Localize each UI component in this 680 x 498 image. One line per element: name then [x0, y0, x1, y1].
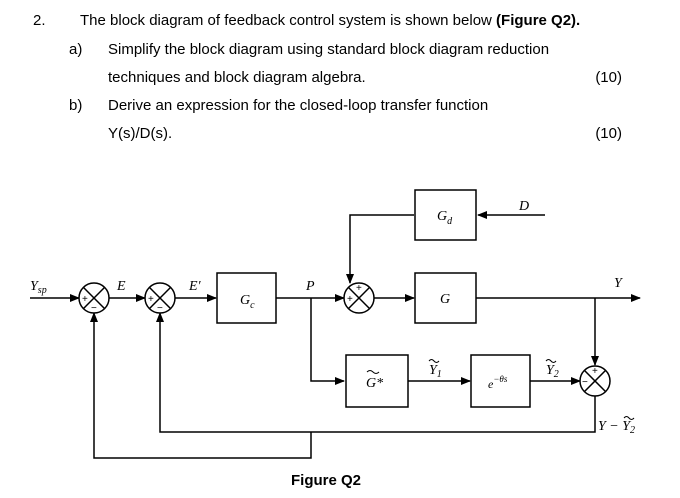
controller-label: Gc — [240, 293, 255, 311]
summer2-minus: − — [157, 303, 163, 314]
disturbance-block — [414, 189, 477, 241]
question-intro: The block diagram of feedback control sy… — [80, 12, 580, 29]
y2-tilde — [545, 359, 557, 363]
error-signal-label: E — [116, 279, 126, 294]
disturbance-path-line — [346, 214, 414, 284]
figure-caption: Figure Q2 — [291, 472, 362, 489]
part-a-line1: Simplify the block diagram using standar… — [108, 41, 550, 58]
part-a-line2: techniques and block diagram algebra. — [108, 69, 366, 86]
controller-output-label: P — [305, 279, 315, 294]
summer4-minus: − — [582, 377, 588, 388]
y2-label: Y2 — [546, 363, 559, 380]
summer-2 — [144, 282, 176, 314]
part-a-label: a) — [69, 41, 83, 58]
outer-feedback-line — [90, 312, 312, 459]
process-label: G — [440, 292, 450, 307]
summer-3 — [343, 282, 375, 314]
delay-block — [470, 354, 531, 408]
question-figure-ref: (Figure Q2). — [496, 12, 581, 29]
input-signal-label: Ysp — [30, 279, 47, 296]
output-signal-label: Y — [614, 276, 624, 291]
model-branch-line — [310, 298, 345, 385]
summer2-plus: + — [148, 294, 154, 305]
feedback-tilde — [623, 416, 635, 420]
disturbance-tf-label: Gd — [437, 209, 453, 227]
summer3-plus-left: + — [347, 294, 353, 305]
question-number: 2. — [33, 12, 46, 29]
part-b-line1: Derive an expression for the closed-loop… — [108, 97, 489, 114]
summer-4 — [579, 365, 611, 397]
summer-1 — [78, 282, 110, 314]
part-b-marks: (10) — [595, 125, 622, 142]
summer3-plus-top: + — [356, 283, 362, 294]
part-b-line2: Y(s)/D(s). — [108, 125, 173, 142]
signal-lines — [30, 211, 641, 459]
part-b-label: b) — [69, 97, 83, 114]
controller-block — [216, 272, 277, 324]
part-a-marks: (10) — [595, 69, 622, 86]
y1-tilde — [428, 359, 440, 363]
error2-signal-label: E′ — [188, 279, 202, 294]
model-block — [345, 354, 409, 408]
disturbance-signal-label: D — [518, 199, 529, 214]
summing-junctions — [78, 282, 611, 397]
y1-label: Y1 — [429, 363, 442, 380]
delay-label: e−θs — [488, 374, 508, 391]
question-intro-text: The block diagram of feedback control sy… — [80, 12, 492, 29]
model-tilde — [366, 370, 380, 374]
summer4-plus: + — [592, 366, 598, 377]
summer1-plus: + — [82, 294, 88, 305]
feedback-signal-label: Y − Y2 — [598, 419, 635, 436]
process-block — [414, 272, 477, 324]
inner-feedback-line — [156, 312, 596, 433]
summer1-minus: − — [91, 303, 97, 314]
model-label: G* — [366, 376, 383, 391]
